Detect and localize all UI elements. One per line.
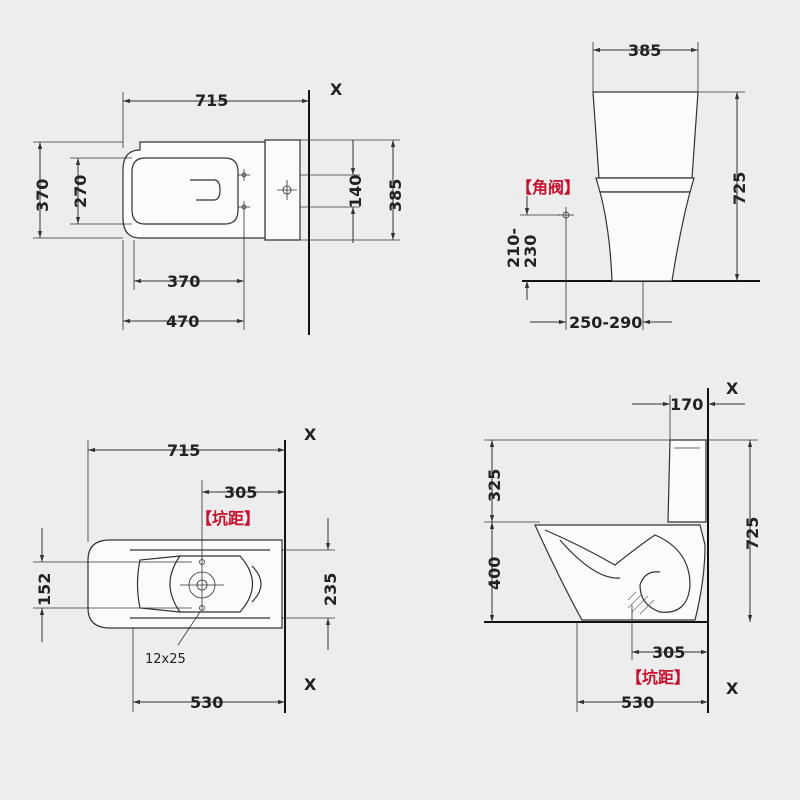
- wall-marker-4: X: [726, 379, 739, 398]
- angle-valve: [558, 207, 574, 223]
- underside-view: X X 715 305 【坑距】 152 235: [33, 425, 340, 713]
- wall-marker-2: X: [304, 425, 317, 444]
- dim-valve-height-a: 210-: [504, 228, 523, 268]
- dim-400: 400: [485, 557, 504, 590]
- dim-170: 170: [670, 395, 703, 414]
- dim-385-tank: 385: [386, 179, 405, 212]
- dim-715-under: 715: [167, 441, 200, 460]
- pedestal-side: [599, 191, 691, 282]
- dim-140: 140: [346, 175, 365, 208]
- dim-370-depth: 370: [33, 179, 52, 212]
- dim-530-section: 530: [621, 693, 654, 712]
- tank-lid-ring: [595, 177, 695, 193]
- dim-305-under: 305: [224, 483, 257, 502]
- seat-outline: [131, 157, 239, 225]
- wall-marker-5: X: [726, 679, 739, 698]
- dim-530-under: 530: [190, 693, 223, 712]
- outlet-circle: [180, 559, 224, 611]
- underside-rim: [130, 549, 270, 619]
- wall-marker-3: X: [304, 675, 317, 694]
- trap-left: [136, 555, 182, 613]
- dim-715: 715: [195, 91, 228, 110]
- rough-in-label-under: 【坑距】: [196, 509, 260, 528]
- dim-725-side: 725: [730, 172, 749, 205]
- section-bowl: [534, 524, 706, 621]
- inner-rim: [190, 179, 221, 201]
- dim-385-width: 385: [628, 41, 661, 60]
- dim-725-section: 725: [743, 517, 762, 550]
- dim-bolt: 12x25: [145, 652, 186, 667]
- tank-side: [592, 91, 699, 179]
- section-view: X X 170 325 400 725 305: [484, 379, 762, 713]
- dim-370-fix: 370: [167, 272, 200, 291]
- dim-235: 235: [321, 573, 340, 606]
- dim-valve-height-b: 230: [521, 235, 540, 268]
- dim-270: 270: [71, 175, 90, 208]
- section-trapway: [544, 529, 691, 613]
- dim-valve-offset: 250-290: [569, 313, 642, 332]
- plan-view: X 715 370 270 140: [33, 80, 405, 335]
- section-hatch: [627, 591, 655, 615]
- rough-in-label-section: 【坑距】: [626, 668, 690, 687]
- trap-body: [180, 555, 253, 613]
- section-water: [559, 539, 621, 579]
- trap-right: [251, 565, 262, 603]
- dim-470: 470: [166, 312, 199, 331]
- side-view: 385 725 【角阀】 210- 230 250-290: [504, 41, 760, 332]
- section-tank: [667, 439, 707, 523]
- angle-valve-label: 【角阀】: [516, 178, 580, 197]
- dim-152: 152: [35, 573, 54, 606]
- dim-305-section: 305: [652, 643, 685, 662]
- bowl-outline: [122, 141, 266, 239]
- wall-marker: X: [330, 80, 343, 99]
- fixing-holes: [238, 169, 297, 213]
- dim-325: 325: [485, 469, 504, 502]
